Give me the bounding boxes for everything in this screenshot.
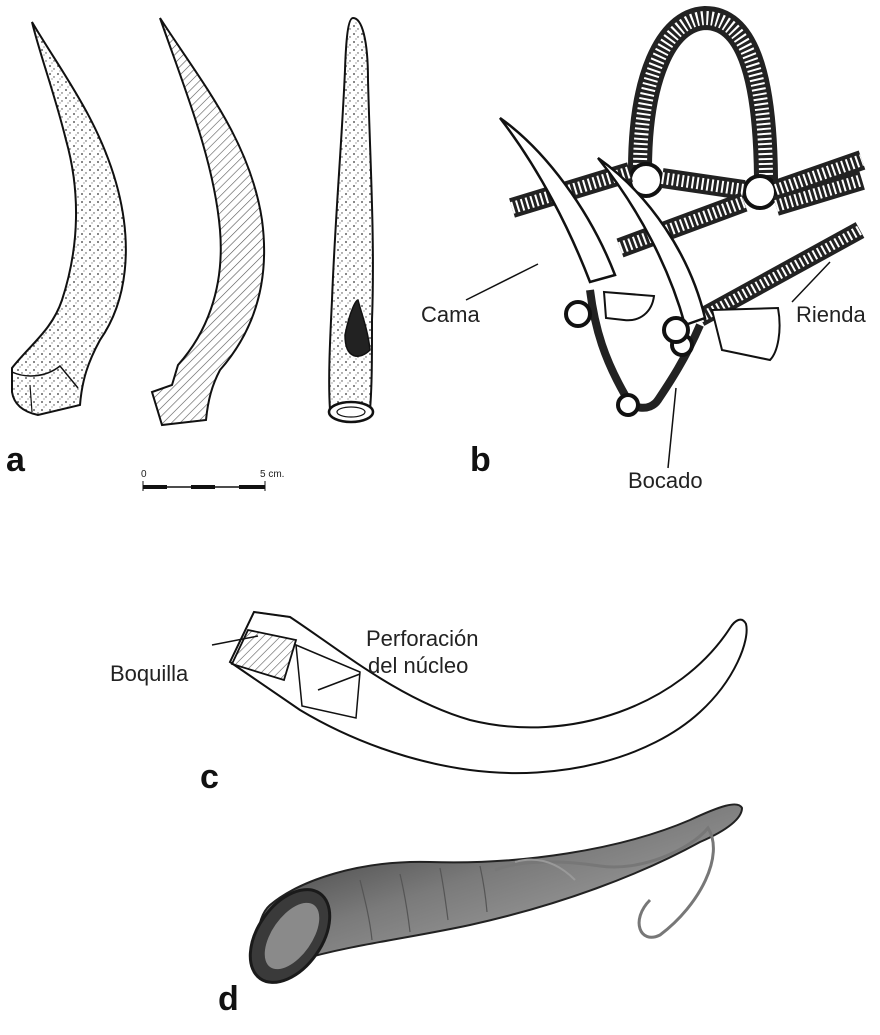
bocado-leader xyxy=(668,388,676,468)
panel-letter-c: c xyxy=(200,760,219,794)
ring-right xyxy=(744,176,776,208)
label-cama: Cama xyxy=(421,302,480,327)
scale-end-label: 5 cm. xyxy=(260,469,284,480)
horn-schematic xyxy=(230,612,747,773)
panel-c-drawings xyxy=(212,612,747,773)
panel-letter-d: d xyxy=(218,982,239,1016)
scale-start-label: 0 xyxy=(141,469,147,480)
panel-a-drawings xyxy=(12,18,373,491)
panel-letter-a: a xyxy=(6,443,25,477)
horn-photo-body xyxy=(258,804,742,963)
panel-b-drawings xyxy=(466,18,862,468)
panel-d-photo xyxy=(234,804,742,997)
panel-letter-b: b xyxy=(470,443,491,477)
label-boquilla: Boquilla xyxy=(110,661,188,686)
label-perforacion-line2: del núcleo xyxy=(368,653,468,678)
scale-bar xyxy=(143,481,265,491)
label-bocado: Bocado xyxy=(628,468,703,493)
headstall-strap xyxy=(640,18,766,178)
label-rienda: Rienda xyxy=(796,302,866,327)
pad-left xyxy=(604,292,654,320)
cama-leader xyxy=(466,264,538,300)
label-perforacion-line1: Perforación xyxy=(366,626,479,651)
horn-section-view xyxy=(152,18,264,425)
pad-right xyxy=(712,308,780,360)
